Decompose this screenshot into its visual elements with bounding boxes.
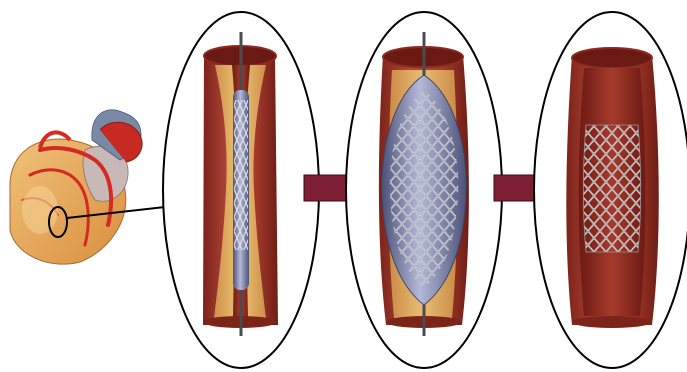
stage-catheter-insertion — [163, 12, 319, 368]
stent-expanded — [583, 125, 640, 252]
stage-balloon-inflation — [346, 12, 502, 368]
vessel-opening-bottom-3 — [572, 316, 652, 328]
stage-stent-deployed — [534, 12, 687, 368]
heart-illustration — [10, 110, 142, 264]
vessel-opening-top-3 — [572, 48, 652, 68]
stent-collapsed — [234, 100, 248, 250]
